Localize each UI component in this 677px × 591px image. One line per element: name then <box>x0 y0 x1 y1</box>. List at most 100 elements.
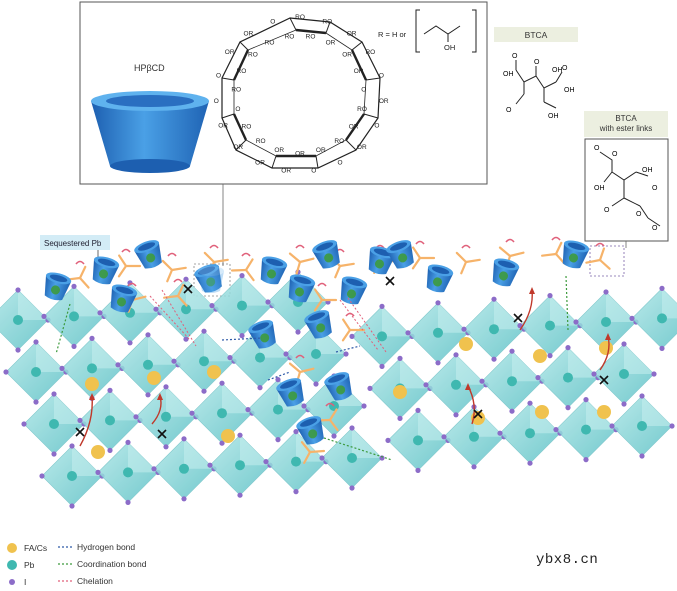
iodide-atom <box>265 299 271 305</box>
carboxyl-end <box>415 240 425 245</box>
iodide-atom <box>41 313 47 319</box>
btca-atom-label: OH <box>503 71 514 78</box>
cyclodextrin-cup-icon <box>304 310 332 339</box>
iodide-atom <box>51 391 57 397</box>
btca-structure: BTCA O OH O OH O OH O OH <box>494 27 578 120</box>
iodide-atom <box>453 412 459 418</box>
iodide-atom <box>583 397 589 403</box>
iodide-atom <box>3 369 9 375</box>
pb-atom <box>143 359 153 370</box>
cup-cavity <box>293 276 312 285</box>
legend-coordination-label: Coordination bond <box>77 559 147 569</box>
pb-atom <box>67 471 77 481</box>
cyclodextrin-cup-icon <box>44 272 72 301</box>
btca-linker-branch <box>298 257 315 264</box>
btca-linker-branch <box>78 265 87 280</box>
pb-atom <box>451 379 461 390</box>
octahedron-facet <box>128 442 158 473</box>
iodide-atom <box>201 328 207 334</box>
btca-linker-branch <box>176 283 185 298</box>
ring-substituent-label: OR <box>233 144 243 151</box>
btca-linker-branch <box>308 449 326 454</box>
btca-linker-branch <box>328 408 338 422</box>
carboxyl-end <box>209 244 219 249</box>
iodide-atom <box>405 330 411 336</box>
iodide-atom <box>379 455 385 461</box>
octahedron-facet <box>204 331 234 362</box>
iodide-atom <box>71 283 77 289</box>
iodide-atom <box>461 326 467 332</box>
iodide-atom <box>145 392 151 398</box>
cup-cavity <box>252 322 270 331</box>
iodide-atom <box>659 345 665 351</box>
ring-substituent-label: OR <box>295 150 305 157</box>
pb-atom <box>31 367 41 377</box>
pb-atom <box>469 431 479 442</box>
arrowhead <box>529 287 535 294</box>
bond-lines <box>55 275 569 461</box>
pb-atom <box>433 327 443 338</box>
ring-substituent-label: O <box>311 168 316 175</box>
iodide-atom <box>659 285 665 291</box>
cyclodextrin-cup-icon <box>296 416 324 445</box>
cup-cavity <box>497 260 516 269</box>
btca-linker-branch <box>342 318 352 332</box>
octahedron-facet <box>418 410 448 441</box>
legend-i-swatch <box>9 579 15 585</box>
iodide-atom <box>361 403 367 409</box>
sequestered-pb-atom <box>336 385 346 395</box>
btca-linker-branch <box>212 258 229 264</box>
coordination-bond <box>565 275 569 331</box>
iodide-atom <box>573 319 579 325</box>
cyclodextrin-cup-icon <box>91 91 209 173</box>
cyclodextrin-cup-icon <box>340 276 368 305</box>
ring-substituent-label: OR <box>349 124 359 131</box>
ring-substituent-label: RO <box>231 87 241 94</box>
blocked-mark-icon <box>183 284 193 294</box>
iodide-atom <box>423 382 429 388</box>
legend-pb-label: Pb <box>24 560 35 570</box>
iodide-atom <box>415 407 421 413</box>
sequestered-pb-atom <box>568 253 578 263</box>
btca-linker-branch <box>585 258 602 264</box>
sequestered-pb-atom <box>206 277 216 287</box>
iodide-atom <box>397 415 403 421</box>
iodide-atom <box>189 410 195 416</box>
btca-linker-branch <box>328 418 339 432</box>
iodide-atom <box>107 447 113 453</box>
iodide-atom <box>639 453 645 459</box>
ring-substituent-label: OR <box>379 98 389 105</box>
iodide-atom <box>385 437 391 443</box>
iodide-atom <box>293 489 299 495</box>
iodide-atom <box>39 473 45 479</box>
btca-linker-branch <box>460 260 468 275</box>
legend-fa-cs-swatch <box>7 543 17 553</box>
octahedron-facet <box>18 290 48 320</box>
carboxyl-end <box>295 244 305 249</box>
pb-atom <box>105 415 115 426</box>
iodide-atom <box>145 332 151 338</box>
ring-substituent-label: O <box>216 73 221 80</box>
pb-atom <box>377 331 387 342</box>
iodide-atom <box>183 276 189 282</box>
iodide-atom <box>479 378 485 384</box>
iodide-atom <box>491 356 497 362</box>
pb-atom <box>217 408 227 419</box>
carboxyl-end <box>325 402 335 407</box>
ring-substituent-label: RO <box>334 138 344 145</box>
btca-linker-branch <box>295 260 302 275</box>
cyclodextrin-cup-icon <box>492 258 520 287</box>
fa-cs-cation <box>221 429 235 443</box>
iodide-atom <box>239 273 245 279</box>
ring-substituent-label: OR <box>316 147 326 154</box>
octahedron-facet <box>74 286 104 317</box>
btca-linker-branch <box>411 256 422 270</box>
iodide-atom <box>331 433 337 439</box>
carboxyl-end <box>505 238 515 243</box>
iodide-atom <box>237 492 243 498</box>
cup-cavity <box>345 278 364 287</box>
blocked-mark-icon <box>75 427 85 437</box>
iodide-atom <box>181 496 187 502</box>
sequestered-pb-atom <box>398 253 408 263</box>
cup-cavity <box>431 266 450 275</box>
